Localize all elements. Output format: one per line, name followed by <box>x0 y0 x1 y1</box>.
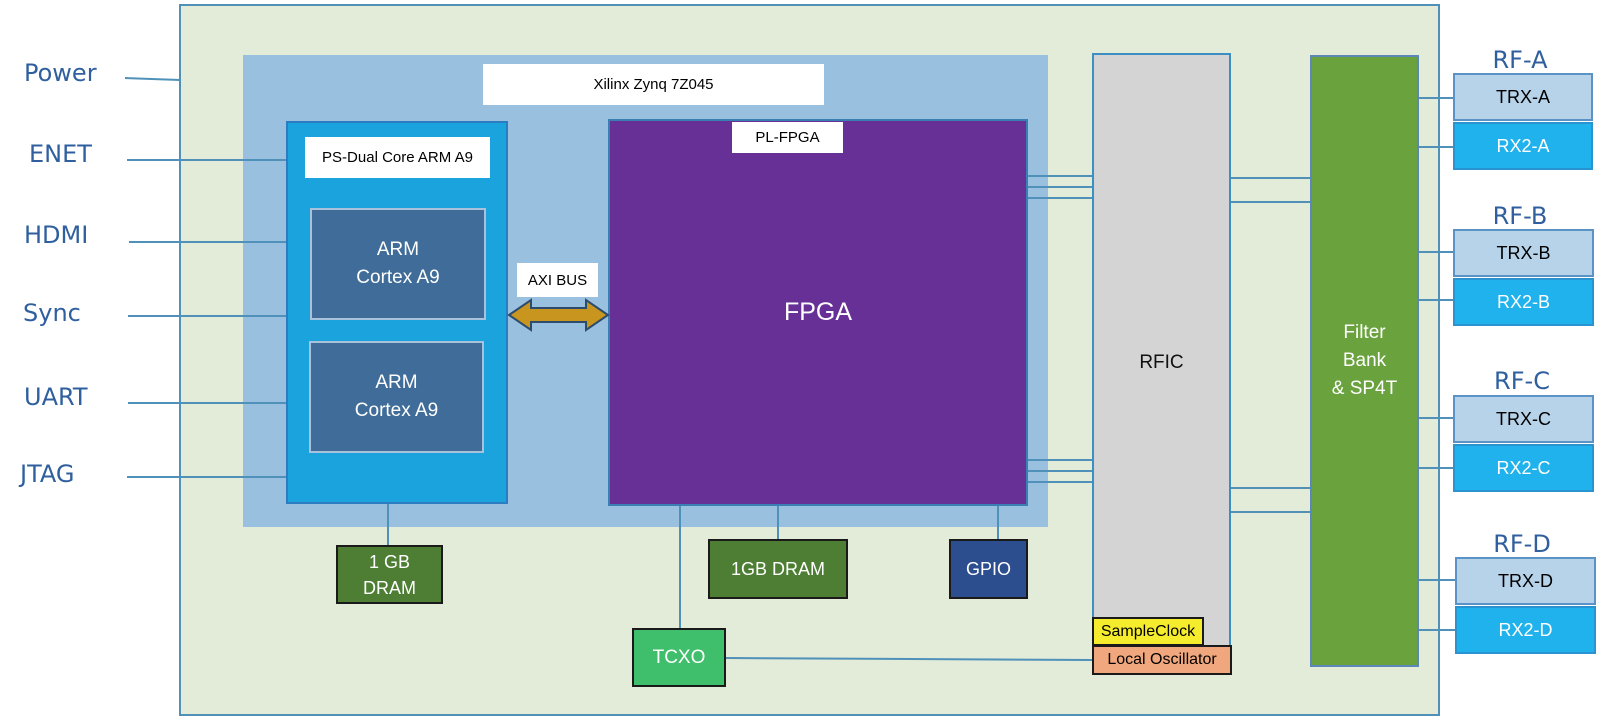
trx-a: TRX-A <box>1453 73 1593 121</box>
arm-core-2: ARM Cortex A9 <box>309 341 484 453</box>
filter-line2: Bank <box>1342 350 1387 371</box>
sample-clock: SampleClock <box>1092 617 1204 646</box>
arm-core-1-line1: ARM <box>376 239 420 260</box>
dram-ps-line2: DRAM <box>363 577 416 598</box>
rfic-block: RFIC <box>1092 53 1231 673</box>
trx-b: TRX-B <box>1453 229 1594 277</box>
rf-b-label: RF-B <box>1492 202 1548 230</box>
rf-c-label: RF-C <box>1494 367 1550 395</box>
arm-core-1-line2: Cortex A9 <box>356 267 440 288</box>
dram-pl: 1GB DRAM <box>708 539 848 599</box>
arm-core-2-line1: ARM <box>375 372 418 393</box>
rf-d-label: RF-D <box>1493 530 1551 558</box>
trx-c: TRX-C <box>1453 395 1594 443</box>
hdmi-label: HDMI <box>24 221 89 249</box>
filter-line1: Filter <box>1343 322 1386 343</box>
arm-core-1: ARM Cortex A9 <box>310 208 486 320</box>
filter-bank: Filter Bank & SP4T <box>1310 55 1419 667</box>
trx-d: TRX-D <box>1455 557 1596 605</box>
sync-label: Sync <box>23 299 81 327</box>
rfic-label: RFIC <box>1139 352 1184 373</box>
rx2-a: RX2-A <box>1453 122 1593 170</box>
rx2-d: RX2-D <box>1455 606 1596 654</box>
power-label: Power <box>24 59 97 87</box>
arm-core-2-line2: Cortex A9 <box>354 400 439 421</box>
rf-a-label: RF-A <box>1492 46 1548 74</box>
fpga-block: FPGA <box>608 119 1028 506</box>
pl-fpga-title: PL-FPGA <box>732 122 843 153</box>
tcxo: TCXO <box>632 628 726 687</box>
rx2-c: RX2-C <box>1453 444 1594 492</box>
dram-ps-line1: 1 GB <box>368 551 411 572</box>
filter-line3: & SP4T <box>1331 378 1398 399</box>
zynq-title: Xilinx Zynq 7Z045 <box>483 64 824 105</box>
gpio: GPIO <box>949 539 1028 599</box>
dram-ps: 1 GB DRAM <box>336 545 443 604</box>
local-oscillator: Local Oscillator <box>1092 645 1232 675</box>
enet-label: ENET <box>29 140 92 168</box>
fpga-label: FPGA <box>783 298 853 326</box>
uart-label: UART <box>24 383 88 411</box>
rx2-b: RX2-B <box>1453 278 1594 326</box>
axi-bus-label: AXI BUS <box>517 263 598 297</box>
jtag-label: JTAG <box>20 460 75 488</box>
ps-title: PS-Dual Core ARM A9 <box>305 137 490 178</box>
